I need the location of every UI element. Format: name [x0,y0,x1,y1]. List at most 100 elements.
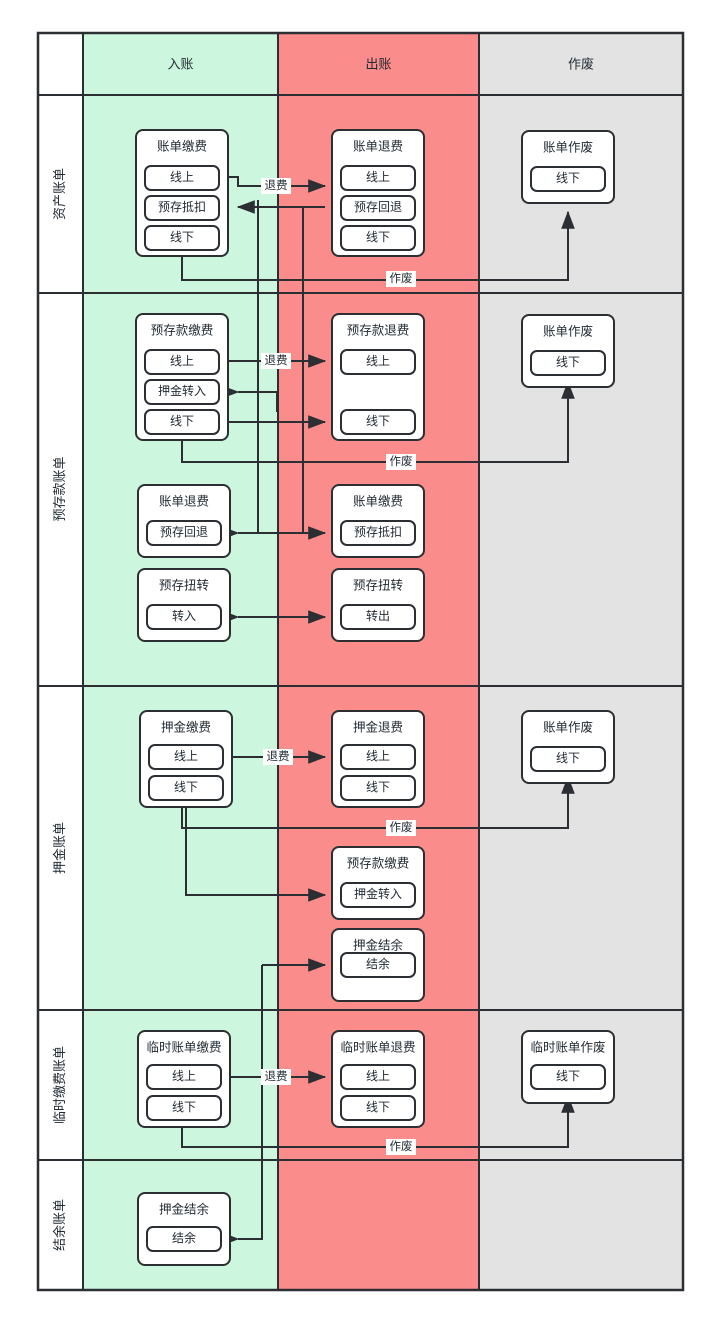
node-title: 账单退费 [353,139,403,153]
node-balance-in[interactable]: 押金结余 结余 [137,1192,231,1266]
subitem-label: 线下 [556,751,580,765]
node-prepay-bill-pay[interactable]: 账单缴费 预存抵扣 [331,484,425,558]
subitem-box[interactable] [144,195,220,221]
node-title: 预存扭转 [353,577,403,592]
subitem-box[interactable] [340,349,416,375]
node-deposit-in[interactable]: 押金缴费 线上 线下 [139,710,233,808]
subitem-label: 线下 [170,230,194,244]
node-title: 押金退费 [353,719,403,734]
edge-prepay-deposit-transfer-in [221,385,278,412]
edge-deposit-balance-to-row5 [221,965,263,1246]
edge-asset-offline-to-prepay-deduct [257,200,327,540]
subitem-box[interactable] [146,1095,222,1121]
subitem-box[interactable] [340,520,416,546]
node-prepay-twist-in[interactable]: 预存扭转 转入 [137,568,231,642]
subitem-box[interactable] [144,349,220,375]
subitem-label: 线上 [366,1069,390,1083]
row-label-prepay: 预存款账单 [52,456,67,521]
subitem-box[interactable] [144,379,220,405]
node-temp-in[interactable]: 临时账单缴费 线上 线下 [137,1030,231,1128]
node-title: 临时账单退费 [340,1040,415,1054]
subitem-box[interactable] [144,409,220,435]
subitem-box[interactable] [530,350,606,376]
node-title: 预存款缴费 [347,855,410,870]
node-prepay-in[interactable]: 预存款缴费 线上 押金转入 线下 [135,313,229,441]
subitem-box[interactable] [144,165,220,191]
node-temp-void[interactable]: 临时账单作废 线下 [521,1030,615,1104]
edge-deposit-to-prepay-in [185,802,327,902]
subitem-box[interactable] [340,604,416,630]
connectors [181,176,575,1246]
node-asset-out[interactable]: 账单退费 线上 预存回退 线下 [331,129,425,257]
row-labels: 资产账单 预存款账单 押金账单 临时缴费账单 结余账单 [52,168,67,1251]
subitem-box[interactable] [340,882,416,908]
subitem-box[interactable] [146,1226,222,1252]
column-header-void: 作废 [568,56,594,71]
subitem-label: 线下 [172,1100,196,1114]
subitem-box[interactable] [340,225,416,251]
subitem-box[interactable] [340,744,416,770]
subitem-box[interactable] [148,744,224,770]
subitem-label: 线上 [174,749,198,763]
subitem-box[interactable] [530,166,606,192]
edge-deposit-void [181,775,575,829]
node-asset-void[interactable]: 账单作废 线下 [521,130,615,204]
subitem-label: 线下 [366,1100,390,1114]
node-deposit-balance[interactable]: 押金结余 结余 [331,928,425,1002]
node-deposit-void[interactable]: 账单作废 线下 [521,710,615,784]
edge-label-asset-void: 作废 [390,271,413,285]
subitem-box[interactable] [340,1095,416,1121]
node-deposit-to-prepay[interactable]: 预存款缴费 押金转入 [331,846,425,920]
subitem-box[interactable] [340,952,416,978]
node-prepay-out[interactable]: 预存款退费 线上 线下 [331,313,425,441]
subitem-box[interactable] [148,775,224,801]
subitem-box[interactable] [530,746,606,772]
subitem-box[interactable] [340,775,416,801]
subitem-box[interactable] [146,604,222,630]
node-title: 账单作废 [543,139,593,154]
subitem-box[interactable] [530,1064,606,1090]
subitem-label: 线下 [556,355,580,369]
edge-label-deposit-void: 作废 [390,820,413,834]
node-title: 账单退费 [159,494,209,508]
subitem-label: 结余 [172,1230,196,1245]
edge-labels: 退费 作废 退费 作废 退费 作废 退费 作废 [261,178,416,1155]
subitem-label: 预存抵扣 [158,200,206,214]
subitem-label: 预存抵扣 [354,525,402,539]
node-title: 账单作废 [543,323,593,338]
subitem-label: 线下 [366,780,390,794]
subitem-label: 预存回退 [354,200,402,214]
subitem-label: 线下 [556,171,580,185]
rowlabel-column [38,95,83,1290]
subitem-box[interactable] [144,225,220,251]
subitem-box[interactable] [146,1064,222,1090]
node-asset-in[interactable]: 账单缴费 线上 预存抵扣 线下 [135,129,229,257]
node-title: 预存款退费 [347,323,410,337]
subitem-label: 线上 [170,354,194,368]
edge-asset-return-stub [302,206,325,214]
subitem-box[interactable] [340,195,416,221]
node-deposit-out[interactable]: 押金退费 线上 线下 [331,710,425,808]
subitem-label: 押金转入 [354,886,402,901]
node-prepay-bill-refund[interactable]: 账单退费 预存回退 [137,484,231,558]
edge-label-prepay-refund: 退费 [265,354,288,367]
subitem-label: 转入 [172,608,196,623]
edge-temp-void [181,1094,575,1148]
node-prepay-void[interactable]: 账单作废 线下 [521,314,615,388]
subitem-box[interactable] [340,1064,416,1090]
subitem-box[interactable] [146,520,222,546]
node-title: 押金缴费 [161,719,211,734]
node-prepay-twist-out[interactable]: 预存扭转 转出 [331,568,425,642]
subitem-label: 线上 [366,749,390,763]
subitem-label: 线下 [366,414,390,428]
node-temp-out[interactable]: 临时账单退费 线上 线下 [331,1030,425,1128]
subitem-box[interactable] [340,409,416,435]
node-title: 账单缴费 [157,138,207,153]
subitem-box[interactable] [340,165,416,191]
header-corner-cell [38,33,83,95]
subitem-label: 线上 [366,354,390,368]
edge-label-deposit-refund: 退费 [267,750,290,763]
subitem-label: 线下 [366,230,390,244]
